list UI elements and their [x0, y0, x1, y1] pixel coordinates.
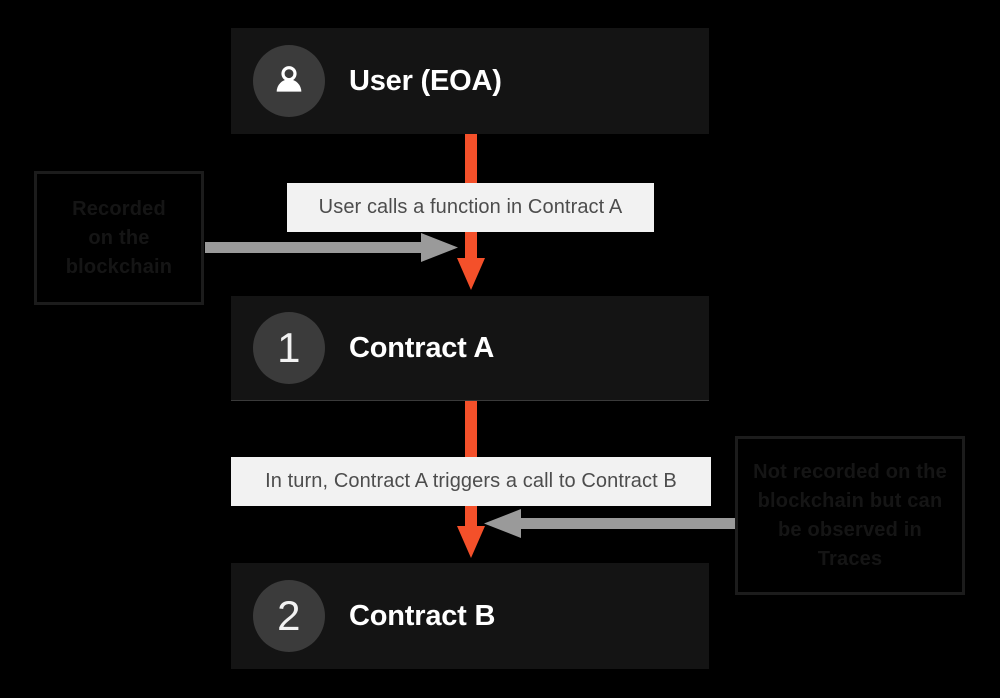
node-contract-b[interactable]: 2 Contract B	[231, 563, 709, 669]
pointer-arrow-right	[484, 509, 737, 538]
pointer-arrow-left	[205, 233, 458, 262]
node-contract-b-badge: 2	[253, 580, 325, 652]
caption-user-calls-contract-a: User calls a function in Contract A	[287, 183, 654, 232]
node-contract-b-number: 2	[277, 592, 301, 639]
caption-1-text: User calls a function in Contract A	[318, 196, 623, 218]
caption-contract-a-triggers-contract-b: In turn, Contract A triggers a call to C…	[231, 457, 711, 506]
avatar	[253, 45, 325, 117]
node-contract-a-badge: 1	[253, 312, 325, 384]
node-user[interactable]: User (EOA)	[231, 28, 709, 134]
node-user-label: User (EOA)	[349, 64, 502, 97]
person-icon	[276, 66, 302, 92]
caption-2-text: In turn, Contract A triggers a call to C…	[265, 470, 677, 492]
node-contract-a[interactable]: 1 Contract A	[231, 296, 709, 401]
node-contract-a-number: 1	[277, 324, 301, 371]
node-contract-a-label: Contract A	[349, 331, 495, 364]
node-contract-b-label: Contract B	[349, 599, 496, 632]
